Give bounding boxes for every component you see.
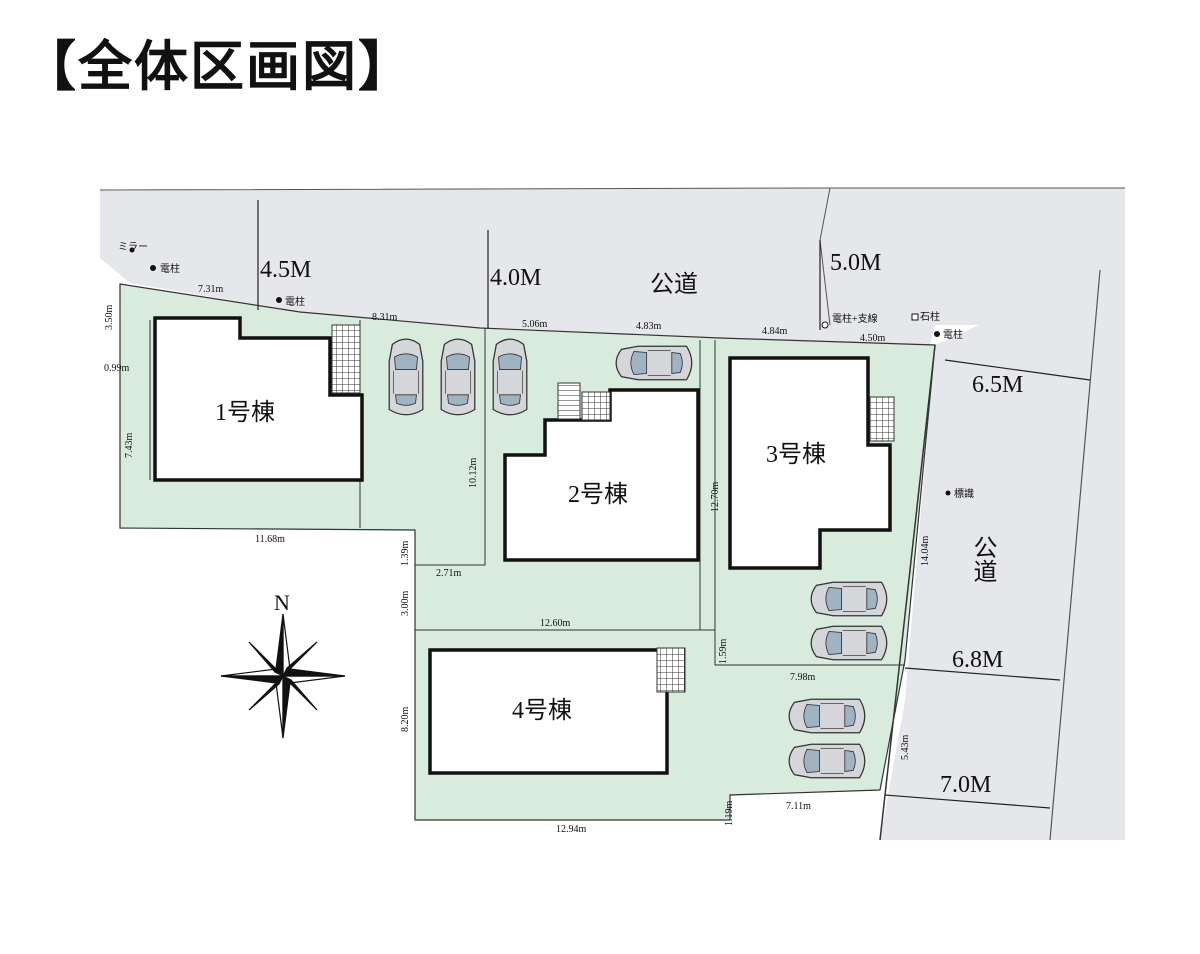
utility-markers [129, 247, 951, 496]
sign-label: 標識 [954, 487, 974, 500]
dim-8-31: 8.31m [372, 312, 398, 323]
car-3 [492, 338, 528, 416]
dim-7-98: 7.98m [790, 672, 816, 683]
east-road-edge [1049, 269, 1101, 841]
stairs-4 [656, 647, 686, 693]
east-lot-edge [879, 344, 936, 841]
dim-4-50: 4.50m [860, 333, 886, 344]
dim-12-94: 12.94m [556, 824, 587, 835]
pole-label-1: 電柱 [160, 262, 180, 275]
pole-label-2: 電柱 [285, 295, 305, 308]
compass: N [220, 590, 346, 739]
compass-rose [220, 613, 346, 739]
building-4 [428, 648, 669, 775]
dim-10-12: 10.12m [468, 458, 479, 489]
east-road-label: 公道 [969, 535, 996, 583]
car-4 [615, 345, 693, 381]
dim-8-20: 8.20m [400, 707, 411, 733]
stairs-3 [869, 396, 895, 442]
compass-north-label: N [274, 590, 290, 615]
dim-2-71: 2.71m [436, 568, 462, 579]
stone-post-marker [911, 313, 919, 321]
car-6 [810, 625, 888, 661]
building-1 [153, 316, 364, 482]
dim-3-50: 3.50m [104, 305, 115, 331]
building-4-label: 4号棟 [512, 697, 572, 724]
dim-1-19: 1.19m [724, 801, 735, 827]
car-1 [388, 338, 424, 416]
road-width-2: 4.0M [490, 265, 541, 291]
building-1-label: 1号棟 [215, 399, 275, 426]
north-road-label: 公道 [650, 271, 698, 298]
dim-1-39: 1.39m [400, 541, 411, 567]
dim-0-99: 0.99m [104, 363, 130, 374]
pole-marker-1 [150, 265, 156, 271]
north-road [100, 188, 1125, 345]
dim-4-83: 4.83m [636, 321, 662, 332]
pole-label-3: 電柱 [943, 328, 963, 341]
dimension-labels: 3.50m 7.31m 8.31m 5.06m 4.83m 4.84m 4.50… [104, 284, 931, 835]
car-8 [788, 743, 866, 779]
dim-5-06: 5.06m [522, 319, 548, 330]
pole-marker-3 [934, 331, 940, 337]
dim-7-31: 7.31m [198, 284, 224, 295]
stairs-1 [331, 324, 361, 394]
building-2-label: 2号棟 [568, 481, 628, 508]
car-5 [810, 581, 888, 617]
dim-14-04: 14.04m [920, 536, 931, 567]
dim-12-70: 12.70m [710, 482, 721, 513]
stone-post-label: 石柱 [920, 310, 940, 323]
road-width-1: 4.5M [260, 257, 311, 283]
page-title: 【全体区画図】 [22, 34, 414, 98]
road-width-3: 5.0M [830, 250, 881, 276]
pole-guy-label: 電柱+支線 [832, 312, 878, 325]
car-2 [440, 338, 476, 416]
road-width-4: 6.5M [972, 372, 1023, 398]
building-3 [728, 356, 892, 570]
road-width-arrows [257, 200, 1091, 809]
dim-5-43: 5.43m [900, 735, 911, 761]
dim-3-00: 3.00m [400, 591, 411, 617]
sign-marker [945, 490, 951, 496]
dim-7-11: 7.11m [786, 801, 811, 812]
dim-7-43: 7.43m [124, 433, 135, 459]
building-3-label: 3号棟 [766, 441, 826, 468]
car-7 [788, 698, 866, 734]
road-width-5: 6.8M [952, 647, 1003, 673]
pole-marker-2 [276, 297, 282, 303]
steps-2 [557, 382, 581, 420]
dim-1-59: 1.59m [718, 639, 729, 665]
road-width-6: 7.0M [940, 772, 991, 798]
stairs-2 [581, 391, 611, 421]
dim-11-68: 11.68m [255, 534, 285, 545]
pole-guy-marker [821, 321, 829, 329]
dim-12-60: 12.60m [540, 618, 571, 629]
dim-4-84: 4.84m [762, 326, 788, 337]
mirror-label: ミラー [118, 241, 148, 253]
mirror-marker [129, 247, 135, 253]
